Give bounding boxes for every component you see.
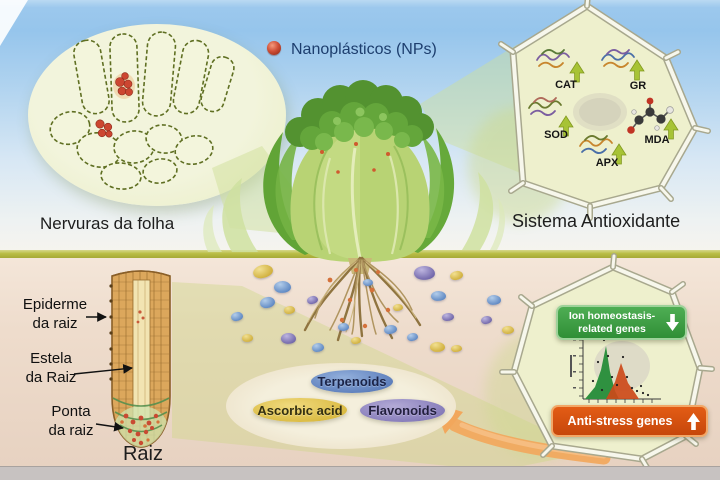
up-arrow-icon: [687, 412, 700, 430]
enzyme-label-mda: MDA: [644, 134, 670, 146]
metabolite-pill-flavonoids: Flavonoids: [360, 399, 445, 422]
annotation-root-stele: Estela da Raiz: [25, 350, 77, 387]
metabolite-pill-ascorbic-acid: Ascorbic acid: [253, 398, 347, 422]
lettuce-plant: [203, 80, 506, 342]
enzyme-label-cat: CAT: [555, 79, 577, 91]
mda-molecule: [627, 97, 674, 134]
root-diagram: [73, 270, 171, 448]
nanoplastic-legend-icon: [267, 41, 281, 55]
enzyme-up-arrows: [558, 59, 679, 165]
antioxidant-panel-label: Sistema Antioxidante: [512, 211, 681, 231]
annotation-root-epidermis: Epiderme da raiz: [22, 296, 88, 333]
np-cluster-root-tip: [123, 413, 159, 446]
annotation-root-tip: Ponta da raiz: [48, 403, 94, 440]
annotation-arrows: [73, 312, 133, 432]
root-panel-label: Raiz: [122, 443, 163, 465]
corner-highlight: [0, 0, 28, 46]
down-arrow-icon: [666, 314, 679, 331]
np-clusters-leaf: [95, 72, 135, 138]
lettuce-roots: [303, 256, 422, 342]
enzyme-label-apx: APX: [595, 157, 619, 169]
np-specks-in-roots: [327, 268, 391, 329]
enzyme-label-sod: SOD: [544, 129, 568, 141]
protein-blobs: [528, 49, 635, 154]
ion-homeostasis-genes-box: Ion homeostasis- related genes: [556, 305, 687, 340]
bottom-band: [0, 466, 720, 480]
enzyme-label-gr: GR: [629, 80, 647, 92]
antioxidant-cell: [498, 0, 711, 221]
nanoplastic-legend-label: Nanoplásticos (NPs): [291, 41, 437, 58]
metabolite-pill-terpenoids: Terpenoids: [311, 370, 393, 393]
leaf-panel-label: Nervuras da folha: [40, 214, 175, 233]
leaf-cells: [49, 31, 235, 190]
anti-stress-genes-box: Anti-stress genes: [551, 405, 708, 437]
np-specks-on-leaves: [320, 142, 390, 174]
